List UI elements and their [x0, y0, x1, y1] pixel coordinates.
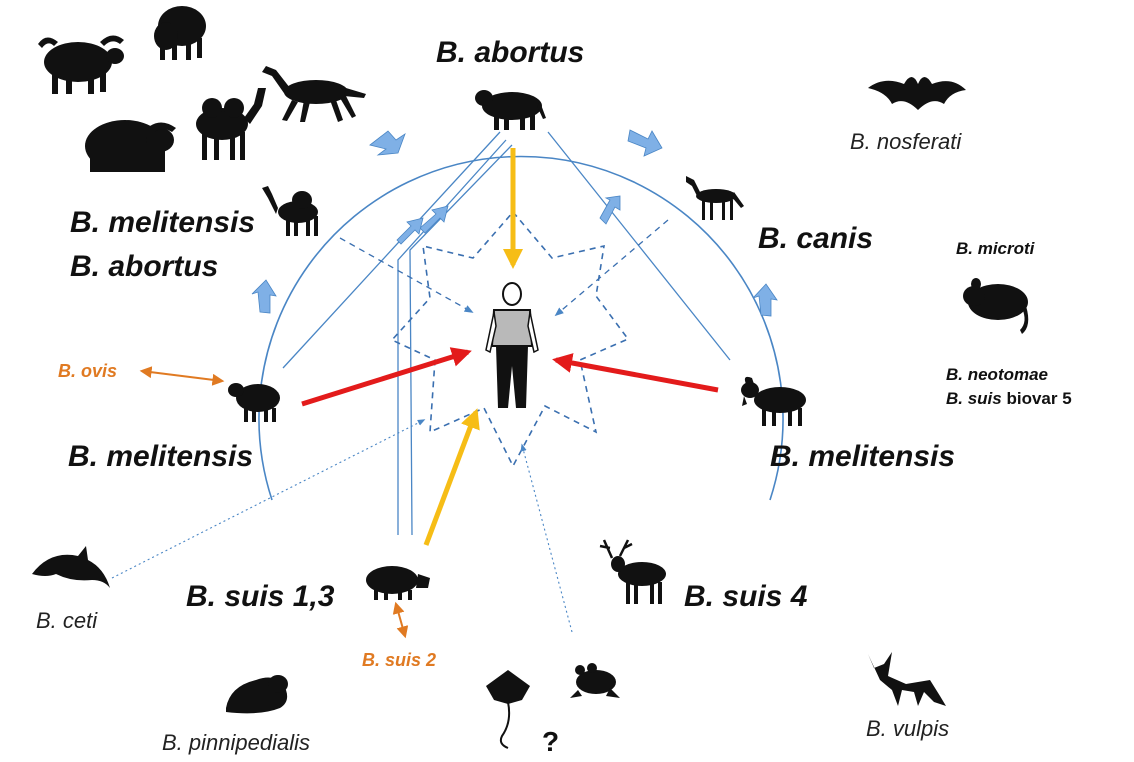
camel-dromedary-icon — [262, 186, 318, 236]
yak-icon — [85, 120, 176, 172]
cattle-icon — [475, 90, 546, 130]
orange-arrow-ovis — [139, 366, 225, 386]
circle-arrow-top-left — [369, 130, 406, 156]
vole-icon — [963, 278, 1029, 334]
red-arrow-sheep — [301, 347, 472, 407]
label-pinnipedialis: B. pinnipedialis — [162, 730, 310, 755]
camel-bactrian-icon — [196, 88, 266, 160]
label-suis-bv5-name: B. suis — [946, 389, 1002, 408]
label-vulpis: B. vulpis — [866, 716, 950, 741]
circle-arrow-top-right — [627, 129, 663, 157]
label-melitensis-left: B. melitensis — [70, 206, 256, 239]
label-suis-4: B. suis 4 — [684, 580, 808, 613]
label-abortus-left: B. abortus — [70, 250, 219, 283]
label-nosferati: B. nosferati — [850, 129, 962, 154]
reindeer-icon — [599, 539, 666, 604]
yellow-arrow-pig — [423, 408, 480, 546]
label-canis: B. canis — [758, 222, 874, 255]
wild-ass-icon — [262, 66, 366, 122]
label-suis-1-3: B. suis 1,3 — [186, 580, 335, 613]
label-abortus-top: B. abortus — [436, 36, 585, 69]
walrus-icon — [226, 675, 288, 714]
sheep-icon — [228, 383, 280, 422]
red-arrow-goat — [552, 353, 719, 393]
circle-arrow-right — [752, 283, 778, 317]
label-neotomae: B. neotomae — [946, 365, 1049, 384]
label-suis-biovar-5: B. suis biovar 5 — [946, 390, 1072, 407]
pig-icon — [366, 566, 430, 600]
circle-arrows — [251, 129, 778, 317]
label-microti: B. microti — [956, 239, 1035, 258]
buffalo-icon — [38, 35, 124, 94]
bison-icon — [154, 6, 206, 60]
transmission-arrowheads — [396, 195, 621, 245]
stingray-icon — [486, 670, 530, 749]
dolphin-icon — [32, 546, 110, 588]
label-unknown-host: ? — [542, 726, 560, 757]
label-melitensis-sheep: B. melitensis — [68, 440, 254, 473]
bat-icon — [868, 77, 966, 110]
fox-icon — [868, 652, 946, 706]
label-ceti: B. ceti — [36, 608, 98, 633]
human-icon — [485, 282, 539, 408]
circle-arrow-left — [251, 279, 277, 314]
label-suis-bv5-suffix: biovar 5 — [1006, 389, 1072, 408]
label-suis-2: B. suis 2 — [362, 650, 437, 670]
dotted-arrows — [111, 419, 573, 633]
dog-icon — [686, 176, 744, 220]
frog-icon — [570, 663, 620, 698]
goat-icon — [741, 376, 806, 426]
outer-circle — [258, 155, 784, 501]
transmission-lines — [282, 131, 731, 536]
dashed-arrows — [339, 219, 669, 317]
label-ovis: B. ovis — [58, 361, 118, 381]
label-melitensis-goat: B. melitensis — [770, 440, 956, 473]
orange-arrow-suis2 — [392, 601, 409, 639]
